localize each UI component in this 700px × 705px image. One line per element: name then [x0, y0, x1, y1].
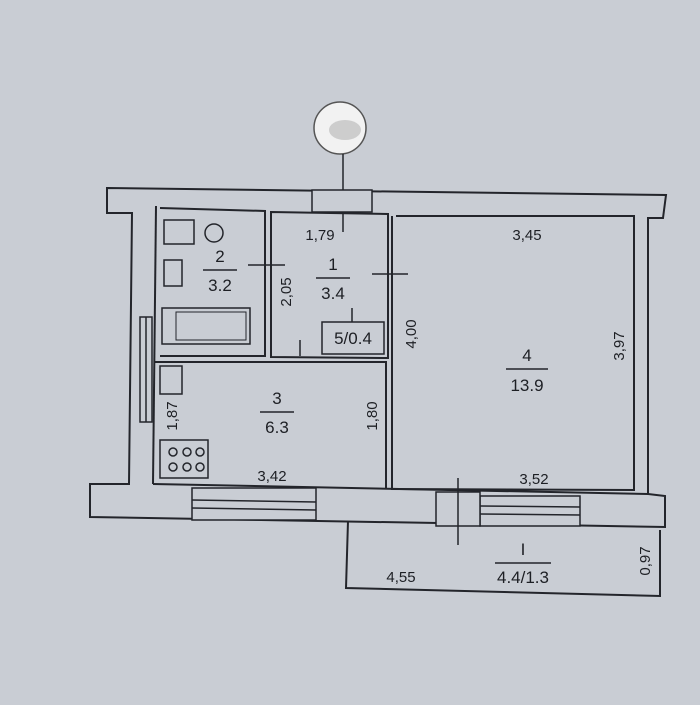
balcony-door	[435, 478, 481, 545]
room-1: 1 3.4	[316, 255, 350, 303]
dimension-label: 3,52	[519, 471, 548, 488]
dimension-label: 3,97	[611, 331, 628, 360]
balcony	[344, 520, 661, 598]
room-3: 3 6.3	[260, 389, 294, 437]
room-number: 3	[272, 389, 281, 408]
room-area: 3.2	[208, 276, 232, 295]
room-number: I	[521, 540, 526, 559]
room-number: 4	[522, 346, 531, 365]
dimension-label: 4,55	[386, 569, 415, 586]
left-window	[139, 316, 153, 423]
dimension-label: 3,42	[257, 468, 286, 485]
kitchen-sink-icon	[159, 365, 183, 395]
dimension-label: 1,80	[364, 401, 381, 430]
dimension-label: 3,45	[512, 227, 541, 244]
room-area: 13.9	[510, 376, 543, 395]
bathtub-icon	[161, 307, 251, 345]
toilet-icon	[163, 219, 224, 245]
interior-walls	[154, 207, 635, 492]
sink-icon	[163, 259, 183, 287]
balcony-label: I 4.4/1.3	[495, 540, 551, 587]
room-area: 4.4/1.3	[497, 568, 549, 587]
stove-icon	[159, 439, 209, 479]
room-5-label: 5/0.4	[334, 329, 372, 348]
room-number: 1	[328, 255, 337, 274]
dimension-label: 1,79	[305, 227, 334, 244]
dimension-label: 0,97	[637, 546, 654, 575]
dimension-label: 1,87	[164, 401, 181, 430]
dimension-label: 4,00	[403, 319, 420, 348]
top-door-opening	[311, 189, 373, 213]
room-area: 3.4	[321, 284, 345, 303]
bottom-window-left	[191, 487, 317, 521]
room-number: 2	[215, 247, 224, 266]
bottom-window-right	[479, 495, 581, 527]
room-4: 4 13.9	[506, 346, 548, 395]
room-2: 2 3.2	[203, 247, 237, 295]
room-area: 6.3	[265, 418, 289, 437]
dimension-label: 2,05	[278, 277, 295, 306]
room-5-closet: 5/0.4	[321, 308, 385, 355]
